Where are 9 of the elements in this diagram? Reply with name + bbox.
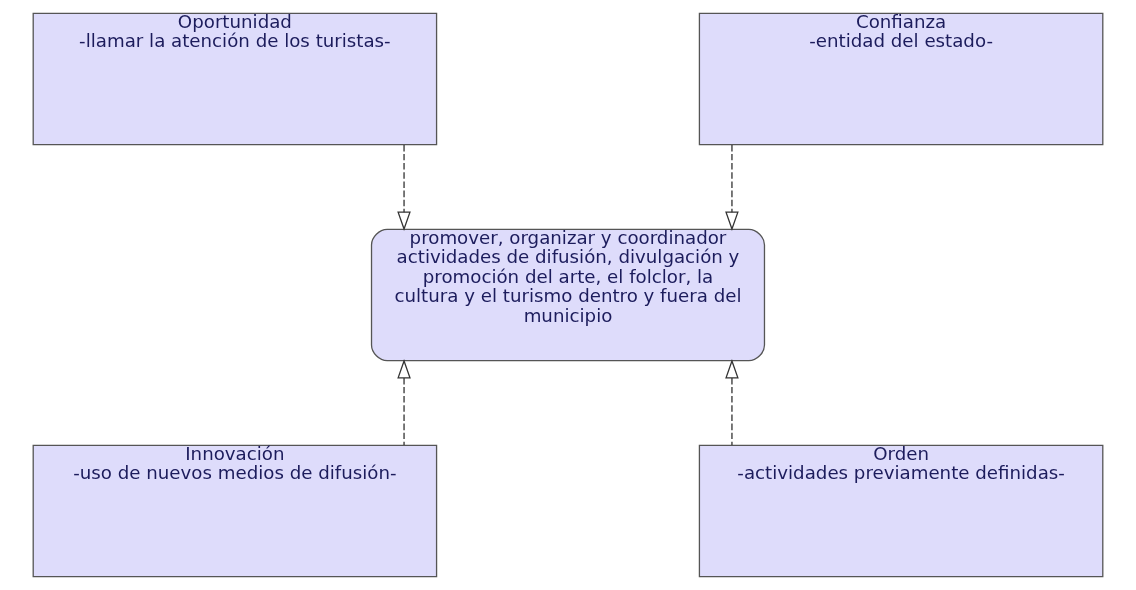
arrow <box>725 144 739 231</box>
arrow <box>397 144 411 231</box>
arrow <box>725 359 739 446</box>
arrow <box>397 359 411 446</box>
node-box: promover, organizar y coordinador actividades de difusión, divulgación y promoción del arte, el folclor, la cultura y el turismo dentro y fuera del municipio <box>370 228 766 362</box>
node-box: Confianza -entidad del estado- <box>698 12 1104 146</box>
node-box: Oportunidad -llamar la atención de los turistas- <box>32 12 438 146</box>
node-box: Innovación -uso de nuevos medios de difusión- <box>32 444 438 578</box>
node-box: Orden -actividades previamente definidas- <box>698 444 1104 578</box>
